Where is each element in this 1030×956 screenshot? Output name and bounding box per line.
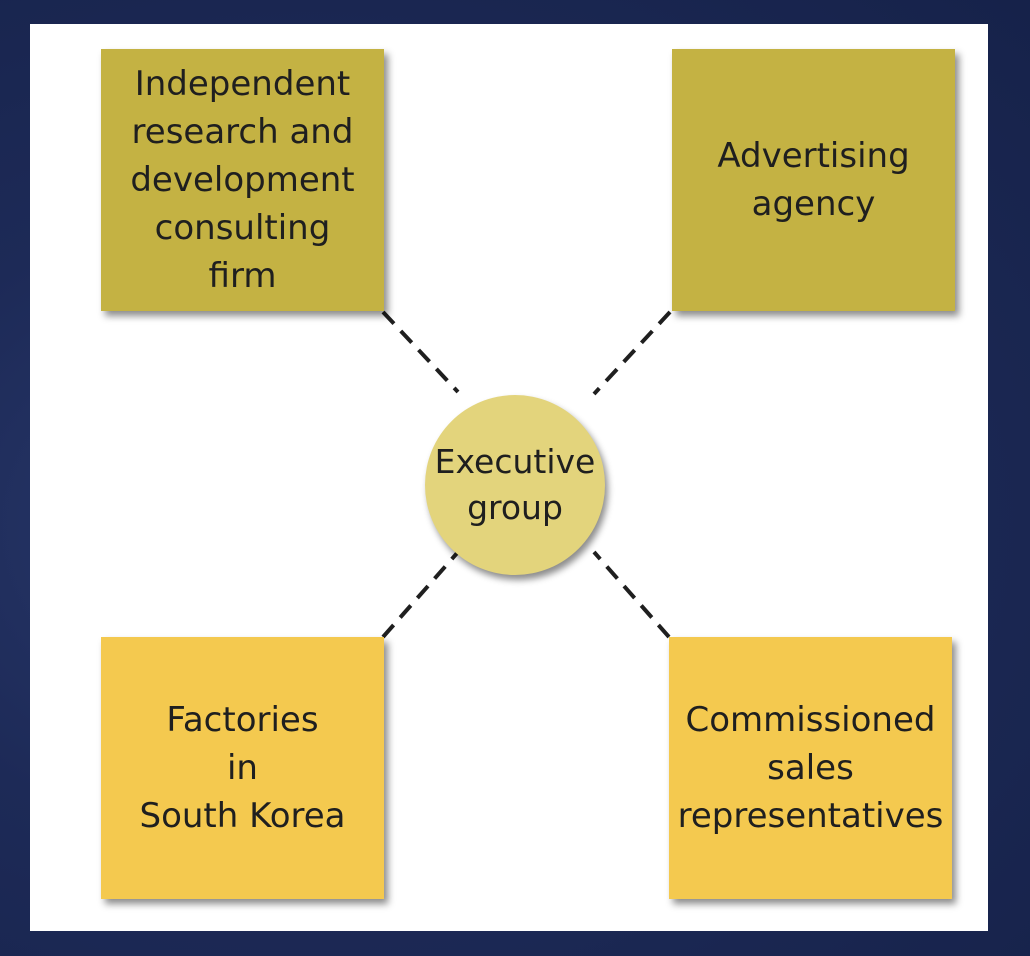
hub-label: Executive group: [434, 442, 596, 527]
hub-executive-group: Executive group: [425, 395, 605, 575]
partner-box-commissioned-sales: Commissioned sales representatives: [669, 637, 952, 899]
partner-box-advertising-agency: Advertising agency: [672, 49, 955, 311]
partner-box-research-development: Independent research and development con…: [101, 49, 384, 311]
partner-label: Commissioned sales representatives: [677, 700, 944, 836]
connector-hub-cs: [592, 550, 671, 639]
partner-label: Factories in South Korea: [139, 700, 346, 836]
partner-label: Advertising agency: [717, 136, 910, 224]
connector-hub-ad: [592, 310, 672, 396]
partner-label: Independent research and development con…: [130, 64, 355, 296]
connector-hub-rd: [381, 310, 460, 394]
connector-hub-fk: [381, 550, 460, 639]
partner-box-factories-south-korea: Factories in South Korea: [101, 637, 384, 899]
